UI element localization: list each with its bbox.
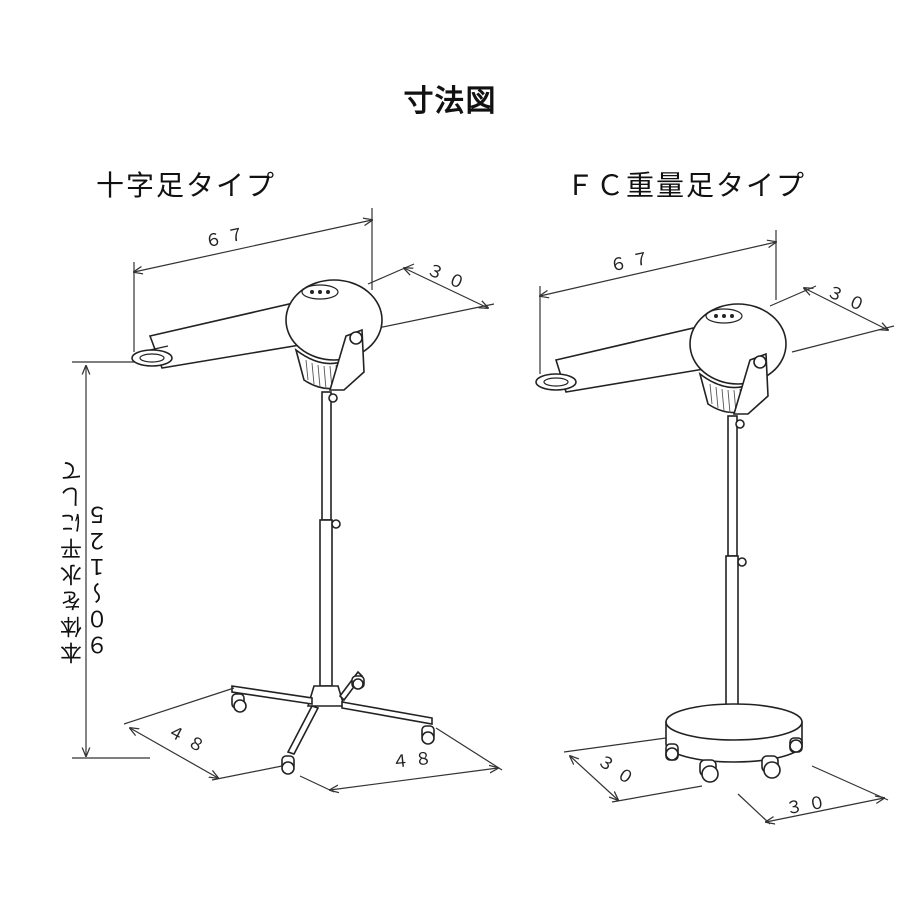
right-pole-knob-top	[735, 419, 745, 429]
right-width-dim-line	[540, 242, 776, 296]
right-depth-ext-1	[769, 285, 817, 307]
right-base-dim-b-ext-1	[737, 793, 771, 825]
page-title: 寸法図	[403, 84, 497, 119]
right-base-dim-a-line	[570, 756, 618, 800]
left-base-dim-b-line	[330, 768, 498, 790]
left-button-1	[310, 290, 314, 294]
left-depth-value: ３０	[423, 260, 473, 297]
left-width-dim-line	[134, 220, 372, 272]
left-button-2	[318, 290, 322, 294]
left-stand-drawing: ６７ ３０	[72, 208, 503, 793]
right-pole-upper	[727, 415, 738, 557]
right-depth-value: ３０	[823, 282, 873, 319]
left-base-dim-a-line	[130, 728, 218, 778]
left-pole-knob-top	[328, 393, 338, 403]
left-pole-upper	[321, 391, 332, 521]
left-base-dim-a-ext-1	[123, 687, 235, 725]
right-tilt-bracket	[732, 352, 769, 415]
right-head	[689, 303, 787, 385]
right-base-dim-b-value: ３０	[784, 792, 833, 820]
left-head	[285, 279, 383, 361]
left-leg-front-left	[286, 705, 320, 755]
left-height-knob	[331, 519, 341, 529]
right-height-knob	[737, 557, 747, 567]
right-depth-ext-2	[791, 325, 895, 353]
right-base-dim-a-value: ３０	[593, 751, 642, 793]
right-nozzle	[535, 373, 577, 391]
left-base-dim-a-value: ４８	[164, 721, 214, 760]
left-heading: 十字足タイプ	[96, 169, 277, 202]
left-casters	[231, 675, 435, 775]
left-depth-ext-2	[377, 303, 495, 329]
right-button-2	[722, 314, 726, 318]
right-stand-drawing: ６７ ３０	[535, 230, 895, 825]
left-base-hub	[306, 685, 346, 707]
right-casters	[665, 737, 803, 783]
right-base-top	[665, 703, 803, 741]
right-base-dim-b-ext-2	[811, 765, 889, 801]
right-pole-lower	[725, 555, 739, 727]
right-tilt-knob	[753, 355, 767, 369]
left-leg-back-left	[231, 685, 313, 705]
left-tilt-knob	[349, 331, 363, 345]
left-tilt-bracket	[328, 328, 365, 391]
right-base-dim-a-ext-2	[611, 785, 703, 803]
right-width-value: ６７	[608, 247, 657, 276]
left-base-dim-b-ext-2	[435, 727, 503, 771]
left-depth-dim-line	[404, 268, 488, 308]
right-arm	[554, 325, 711, 393]
left-base-dim-b-value: ４８	[391, 748, 439, 773]
left-nozzle-inner	[139, 353, 165, 363]
right-control-panel	[705, 308, 743, 324]
left-depth-ext-1	[367, 263, 415, 285]
right-heading: ＦＣ重量足タイプ	[566, 169, 807, 202]
left-nozzle	[131, 349, 173, 367]
right-base-dim-b-line	[766, 798, 884, 822]
left-base-dim-b-ext-1	[299, 775, 335, 793]
right-nozzle-inner	[543, 377, 569, 387]
left-leg-front-right	[341, 701, 433, 725]
left-control-panel	[301, 284, 339, 300]
right-base-dim-a-ext-1	[563, 737, 667, 753]
left-base-dim-a-ext-2	[211, 765, 283, 781]
right-button-1	[714, 314, 718, 318]
left-pole-lower	[319, 519, 333, 687]
left-arm	[148, 301, 307, 369]
left-button-3	[326, 290, 330, 294]
right-button-3	[730, 314, 734, 318]
right-depth-dim-line	[804, 288, 888, 330]
